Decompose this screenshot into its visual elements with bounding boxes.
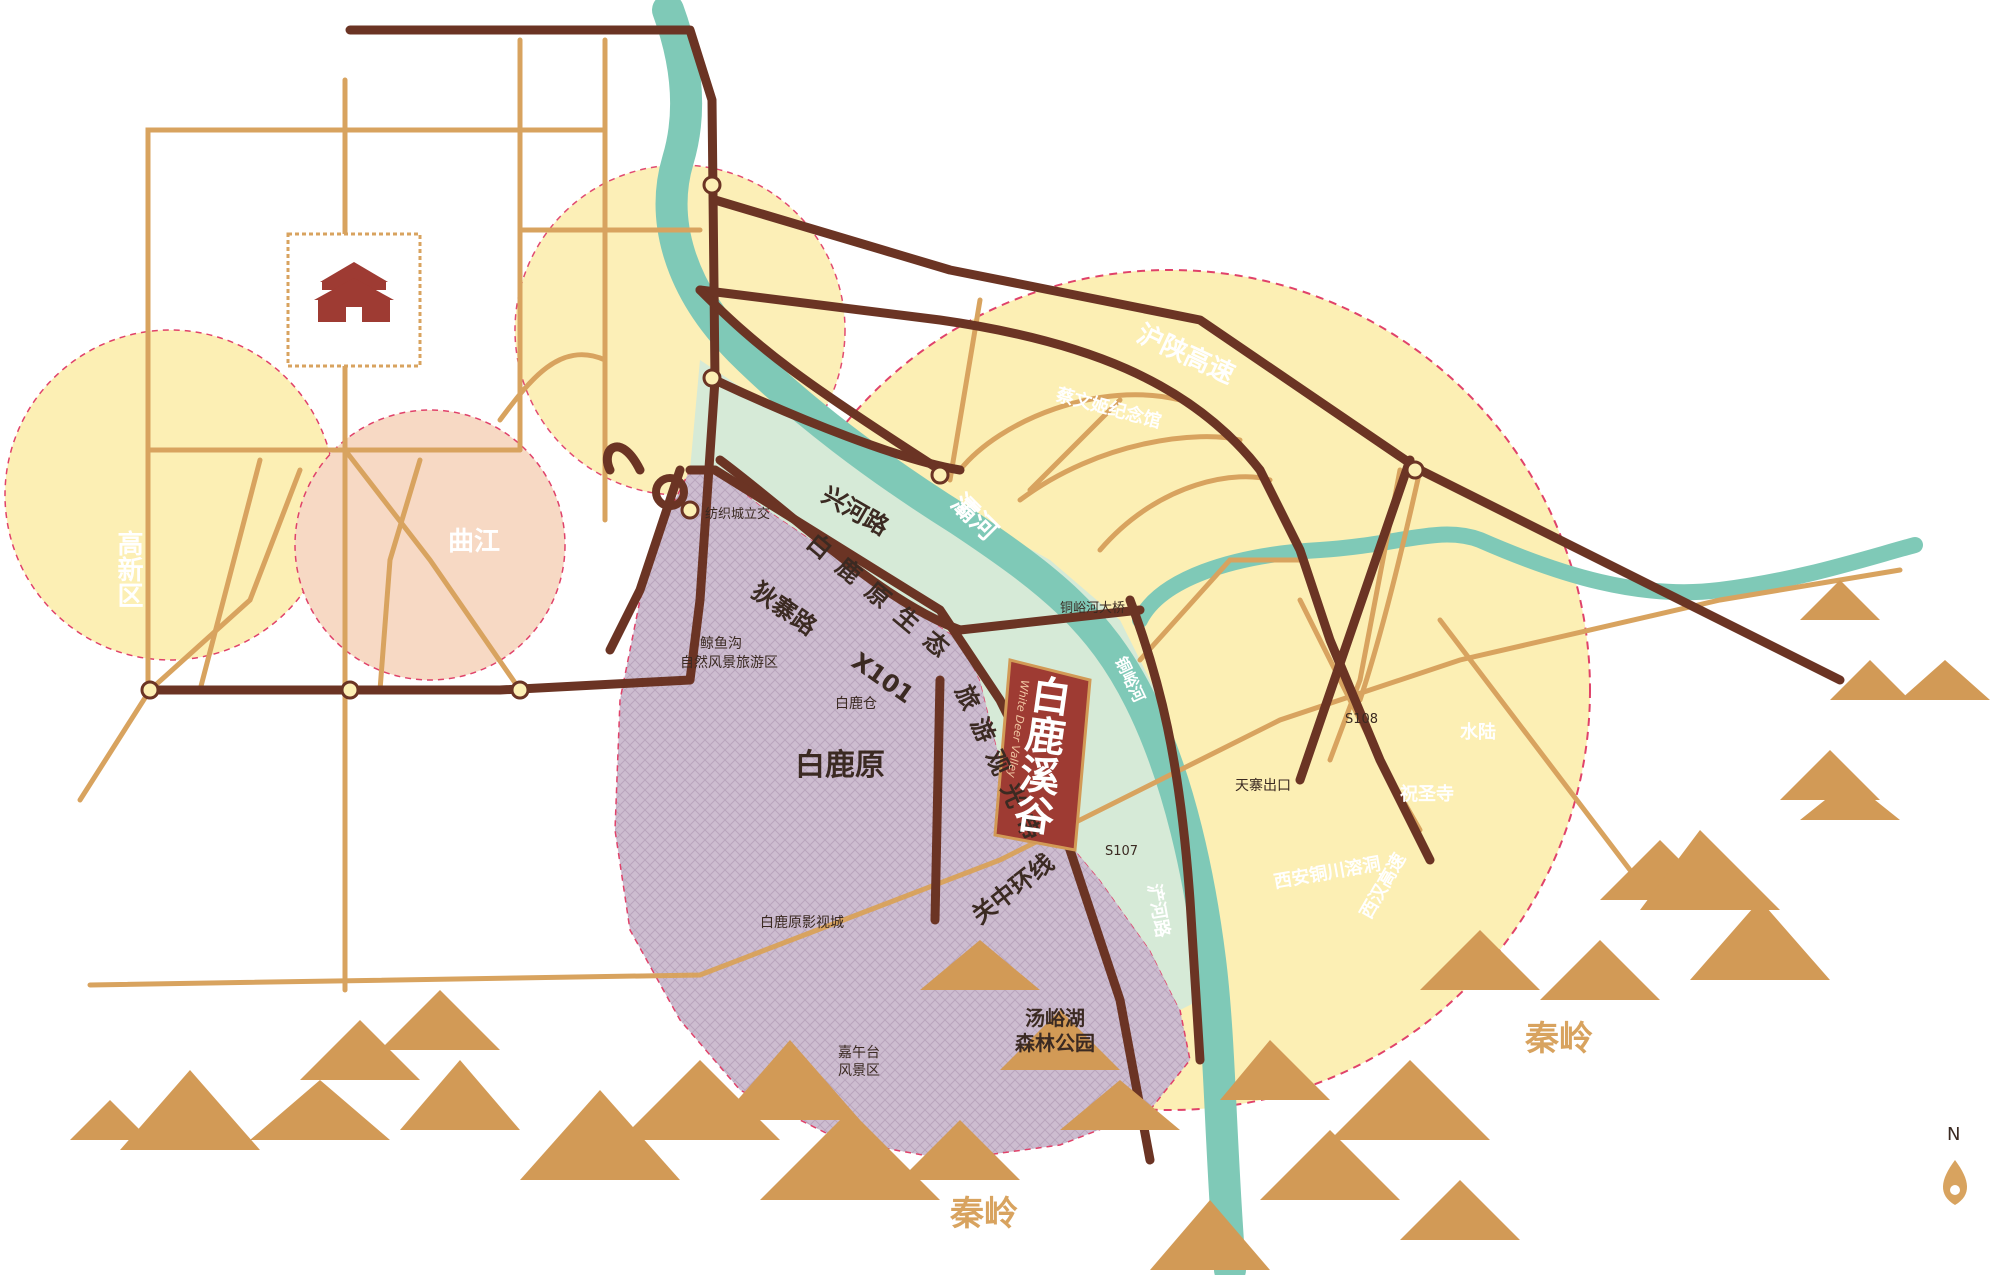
label-s107: S107 [1105, 844, 1138, 859]
label-shuilu: 水陆 [1460, 721, 1496, 743]
city-gate-icon [314, 262, 394, 322]
north-arrow-icon [1942, 1160, 1968, 1205]
label-jiawutai: 嘉午台 [838, 1045, 880, 1061]
label-luoyu-gou: 鲸鱼沟 [700, 635, 742, 652]
main-roads [145, 25, 1845, 1165]
label-tangyuhu: 汤峪湖 [1025, 1006, 1085, 1030]
label-qinling-bottom: 秦岭 [949, 1194, 1018, 1234]
label-qinling-right: 秦岭 [1524, 1019, 1593, 1059]
label-qujiang: 曲江 [448, 527, 500, 557]
label-s108: S108 [1345, 712, 1378, 727]
label-scenic-area: 风景区 [838, 1063, 880, 1079]
label-bailuyuan: 白鹿原 [795, 748, 885, 783]
label-bailuyuan-film: 白鹿原影视城 [760, 914, 844, 931]
label-gaoxin: 高新区 [113, 529, 143, 608]
district-circle-gaoxin [4, 329, 336, 661]
district-circle-qujiang [294, 409, 566, 681]
label-bailucang: 白鹿仓 [835, 695, 877, 712]
label-zhusheng-temple: 祝圣寺 [1400, 783, 1454, 805]
label-forest-park: 森林公园 [1015, 1031, 1095, 1055]
mountains [70, 580, 1990, 1270]
label-tongyuhe-bridge: 铜峪河大桥 [1060, 601, 1125, 616]
ba-river [652, 0, 1246, 1275]
label-north: N [1947, 1124, 1960, 1145]
fangzhicheng-ring [652, 474, 688, 510]
valley-band [690, 360, 1210, 1010]
label-luoyu-gou-2: 自然风景旅游区 [680, 654, 778, 671]
secondary-roads [77, 37, 1903, 993]
interchange-markers [140, 175, 1425, 700]
label-fangzhicheng: 纺织城立交 [705, 506, 770, 522]
label-tianzhai-exit: 天寨出口 [1235, 777, 1291, 794]
project-logo [993, 658, 1092, 852]
